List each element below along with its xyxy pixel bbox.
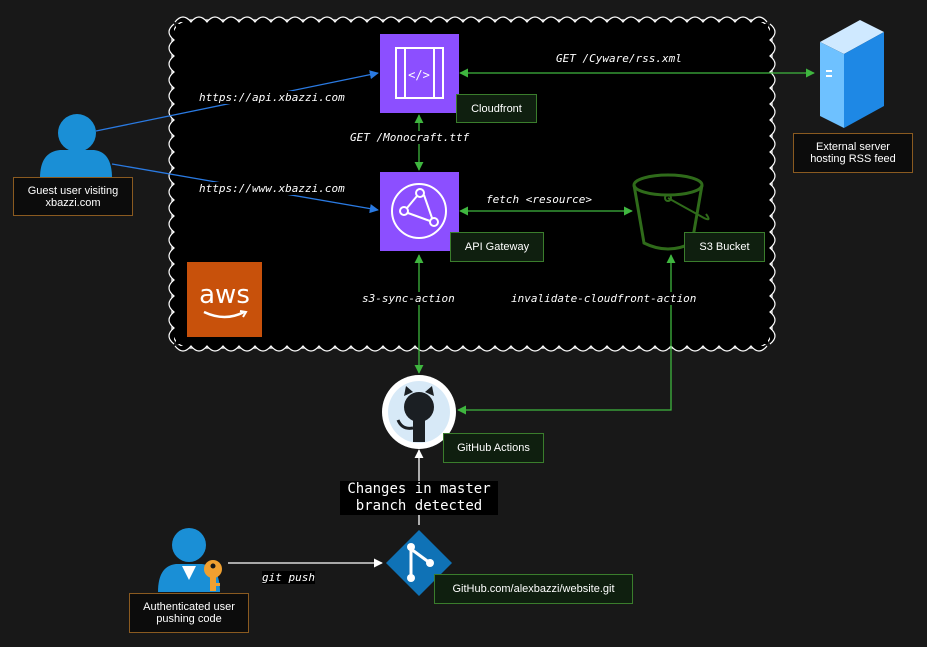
api-gateway-icon[interactable]: [380, 172, 459, 251]
guest-user-label: Guest user visiting xbazzi.com: [13, 177, 133, 216]
aws-logo-text: aws: [199, 279, 250, 310]
edge-label-rss-get: GET /Cyware/rss.xml: [556, 52, 682, 65]
changes-line1: Changes in master: [347, 481, 491, 497]
changes-line2: branch detected: [355, 498, 483, 514]
github-repo-label: GitHub.com/alexbazzi/website.git: [434, 574, 633, 604]
guest-user-label-line1: Guest user visiting: [27, 184, 119, 197]
key-icon: [204, 560, 222, 591]
guest-user-label-line2: xbazzi.com: [45, 196, 101, 209]
external-server-label-line1: External server: [816, 141, 890, 153]
guest-user-icon: [40, 114, 112, 178]
cloudfront-label: Cloudfront: [456, 94, 537, 123]
aws-smile-icon: [202, 309, 248, 318]
svg-text:</>: </>: [408, 68, 430, 82]
edge-label-fetch: fetch <resource>: [486, 193, 592, 206]
edge-label-www-url: https://www.xbazzi.com: [199, 182, 345, 195]
aws-logo: aws: [187, 262, 262, 337]
edge-label-font-get: GET /Monocraft.ttf: [350, 131, 470, 144]
auth-user-label-line2: pushing code: [156, 613, 222, 625]
s3-bucket-label: S3 Bucket: [684, 232, 765, 262]
cloudfront-icon[interactable]: </>: [380, 34, 459, 113]
server-icon: [820, 20, 884, 128]
edge-label-api-url: https://api.xbazzi.com: [199, 91, 345, 104]
edge-label-changes: Changes in master branch detected: [340, 481, 498, 515]
github-octocat-icon[interactable]: [382, 375, 456, 449]
edge-label-git-push: git push: [262, 571, 315, 584]
external-server-label: External server hosting RSS feed: [793, 133, 913, 173]
edge-label-s3-sync: s3-sync-action: [362, 292, 455, 305]
auth-user-label-line1: Authenticated user: [143, 601, 235, 613]
api-gateway-label: API Gateway: [450, 232, 544, 262]
edge-invalidate: [457, 254, 676, 415]
external-server-label-line2: hosting RSS feed: [810, 153, 896, 165]
auth-user-label: Authenticated user pushing code: [129, 593, 249, 633]
edge-label-invalidate: invalidate-cloudfront-action: [511, 292, 697, 305]
github-actions-label: GitHub Actions: [443, 433, 544, 463]
